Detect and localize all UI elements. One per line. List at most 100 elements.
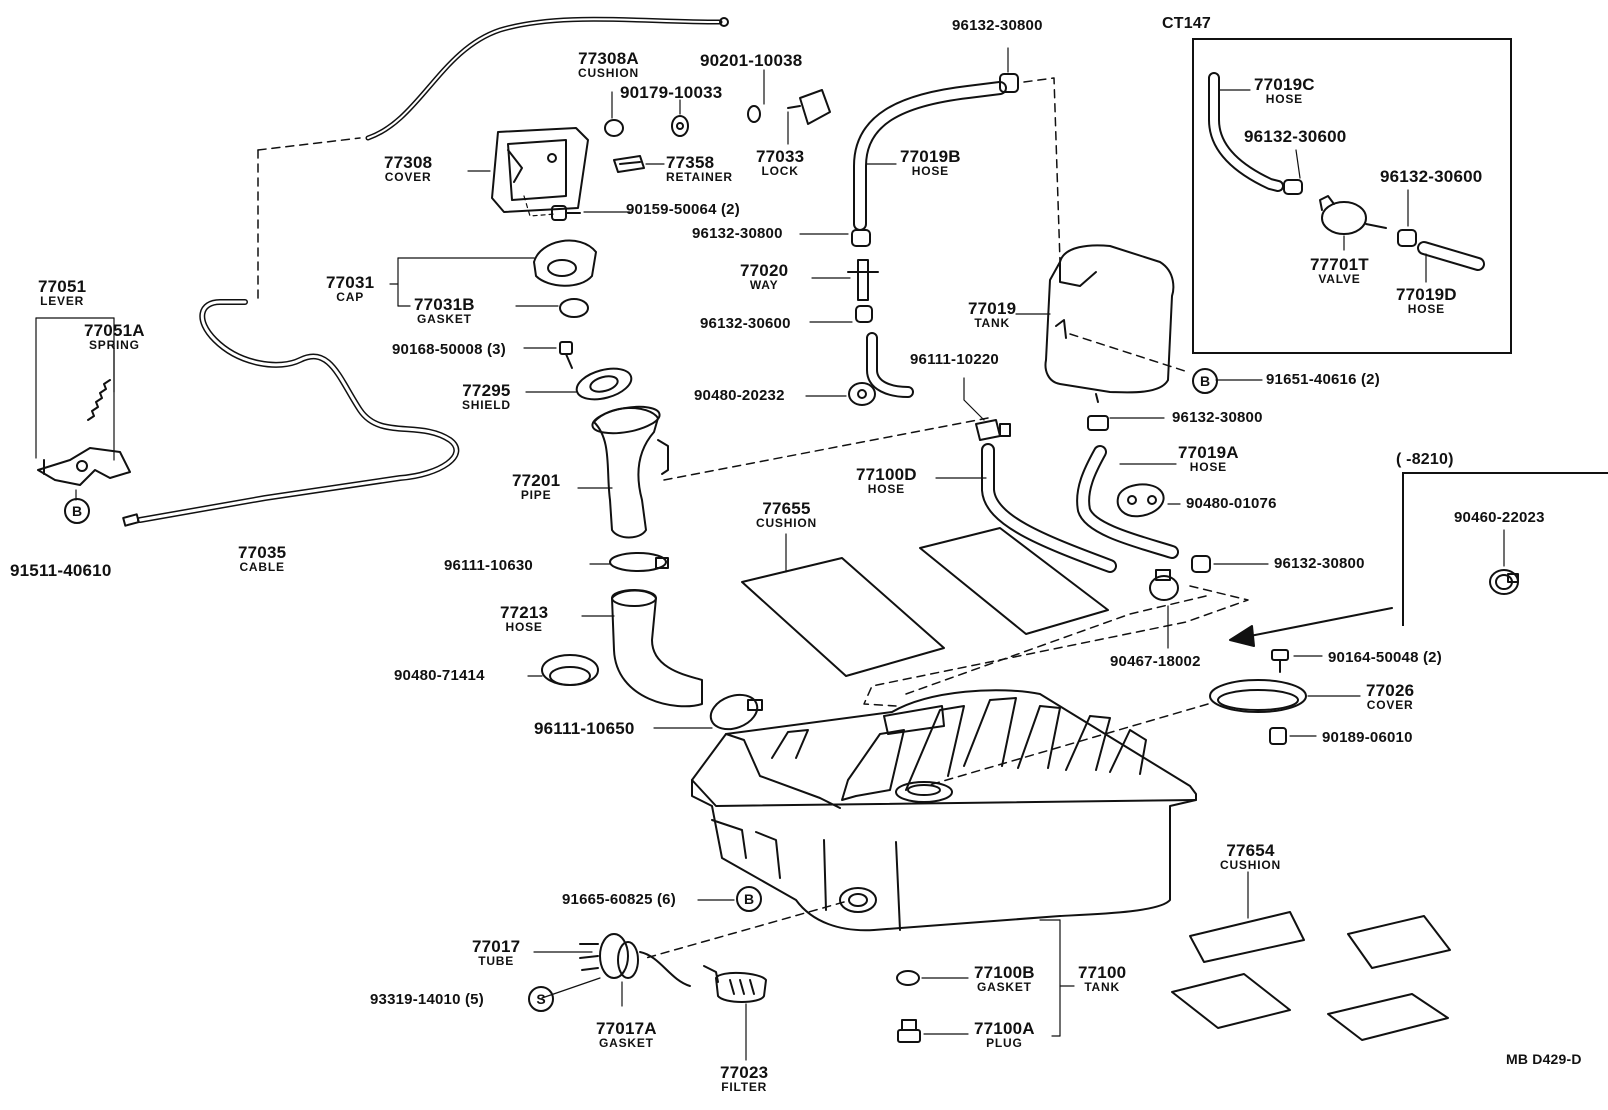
clamp-c-shape — [975, 419, 1011, 441]
fuel-tank-shape — [691, 689, 1197, 932]
label-77655-name: CUSHION — [756, 516, 817, 530]
label-77020-number: 77020 — [740, 261, 789, 280]
label-77051a-number: 77051A — [84, 321, 145, 340]
label-77701t-name: VALVE — [1318, 272, 1361, 286]
cover-plate-shape — [491, 127, 589, 213]
label-77051-number: 77051 — [38, 277, 87, 296]
label-77019d-number: 77019D — [1396, 285, 1457, 304]
screw-shape — [551, 205, 581, 221]
insert-ct147-title: CT147 — [1162, 15, 1212, 32]
label-77026: 77026 COVER — [1366, 682, 1414, 711]
clip-c-shape — [1087, 415, 1109, 431]
label-77308-number: 77308 — [384, 153, 433, 172]
small-bolt-shape — [1271, 649, 1289, 673]
label-77031-number: 77031 — [326, 273, 375, 292]
label-77017: 77017 TUBE — [472, 938, 520, 967]
insert-arrow-head — [1229, 625, 1255, 647]
clamp-c-leader — [963, 377, 985, 421]
label-77017a-number: 77017A — [596, 1019, 657, 1038]
label-77023-name: FILTER — [721, 1080, 768, 1094]
label-77100a: 77100A PLUG — [974, 1020, 1035, 1049]
label-77017-name: TUBE — [478, 954, 515, 968]
hose-route-dashed-line — [863, 585, 1249, 707]
label-90480-71414-number: 90480-71414 — [394, 667, 485, 684]
label-77019a-name: HOSE — [1189, 460, 1227, 474]
label-91651: 91651-40616 (2) — [1266, 372, 1380, 387]
label-90168: 90168-50008 (3) — [392, 342, 506, 357]
clip-top-shape — [999, 47, 1019, 93]
label-77033-name: LOCK — [761, 164, 799, 178]
label-77026-number: 77026 — [1366, 681, 1415, 700]
lever-bracket-shape — [37, 447, 131, 486]
clip-b-shape — [855, 305, 873, 323]
label-77100-name: TANK — [1084, 980, 1120, 994]
label-91665: 91665-60825 (6) — [562, 892, 676, 907]
nut-shape — [1269, 727, 1287, 745]
label-77100a-number: 77100A — [974, 1019, 1035, 1038]
label-77100-number: 77100 — [1078, 963, 1127, 982]
clamp-shape-b — [709, 693, 763, 731]
label-77019d-name: HOSE — [1407, 302, 1445, 316]
reference-mark-b-bolt: B — [736, 886, 762, 912]
label-77033-number: 77033 — [756, 147, 805, 166]
label-90164-number: 90164-50048 (2) — [1328, 649, 1442, 666]
reserve-tank-shape — [1044, 244, 1175, 403]
cap-leader — [389, 257, 535, 307]
label-77026-name: COVER — [1366, 698, 1414, 712]
label-77701t: 77701T VALVE — [1310, 256, 1369, 285]
label-77201-name: PIPE — [520, 488, 552, 502]
label-96132-30800-b: 96132-30800 — [1172, 410, 1263, 425]
label-93319-number: 93319-14010 (5) — [370, 991, 484, 1008]
label-77100b: 77100B GASKET — [974, 964, 1035, 993]
label-77308a-number: 77308A — [578, 49, 639, 68]
pad-a-shape — [1189, 911, 1305, 963]
label-77100d-number: 77100D — [856, 465, 917, 484]
spring-coil-shape — [87, 379, 111, 421]
cable-lower-run — [122, 299, 460, 527]
label-77100b-number: 77100B — [974, 963, 1035, 982]
sender-dashed-line — [645, 901, 845, 959]
label-77017-number: 77017 — [472, 937, 521, 956]
retainer-shape — [613, 155, 645, 173]
ct147-clip-a-shape — [1283, 179, 1303, 195]
label-77019d: 77019D HOSE — [1396, 286, 1457, 315]
tank-dashed-line — [1023, 77, 1061, 263]
filler-hose-shape — [611, 589, 703, 708]
label-96111-10630-number: 96111-10630 — [444, 557, 533, 574]
label-77654-name: CUSHION — [1220, 858, 1281, 872]
reference-mark-b-lever: B — [64, 498, 90, 524]
label-77654-number: 77654 — [1226, 841, 1275, 860]
label-90179-number: 90179-10033 — [620, 83, 723, 102]
label-91511-number: 91511-40610 — [10, 561, 112, 580]
drain-gasket-shape — [896, 970, 920, 986]
three-way-shape — [847, 259, 879, 301]
label-90480-20232-number: 90480-20232 — [694, 387, 785, 404]
insert-8210-title: ( -8210) — [1396, 451, 1454, 468]
label-77019c-number: 77019C — [1254, 75, 1315, 94]
ct147-clip-a-leader — [1295, 149, 1301, 179]
label-77019a-number: 77019A — [1178, 443, 1239, 462]
label-77654: 77654 CUSHION — [1220, 842, 1281, 871]
label-96111-10220-number: 96111-10220 — [910, 351, 999, 368]
label-90179: 90179-10033 — [620, 84, 722, 101]
washer-shape — [747, 105, 761, 123]
label-96132-30600-c: 96132-30600 — [1380, 168, 1482, 185]
clamp-shape-a — [609, 552, 669, 572]
label-77017a: 77017A GASKET — [596, 1020, 657, 1049]
label-77031: 77031 CAP — [326, 274, 374, 303]
label-77100d-name: HOSE — [867, 482, 905, 496]
label-96132-30600-b: 96132-30600 — [1244, 128, 1346, 145]
label-77019b-name: HOSE — [911, 164, 949, 178]
label-77019-number: 77019 — [968, 299, 1017, 318]
fuel-filter-shape — [703, 965, 767, 1003]
label-91511: 91511-40610 — [10, 562, 111, 579]
label-90159-number: 90159-50064 (2) — [626, 201, 740, 218]
filler-pipe-shape — [591, 405, 669, 539]
insert-arrow-line — [1249, 607, 1393, 637]
label-77031-name: CAP — [336, 290, 365, 304]
label-77019-name: TANK — [974, 316, 1010, 330]
label-96132-30800-c: 96132-30800 — [1274, 556, 1365, 571]
insert-8210-frame — [1402, 472, 1608, 626]
label-77655-number: 77655 — [762, 499, 811, 518]
